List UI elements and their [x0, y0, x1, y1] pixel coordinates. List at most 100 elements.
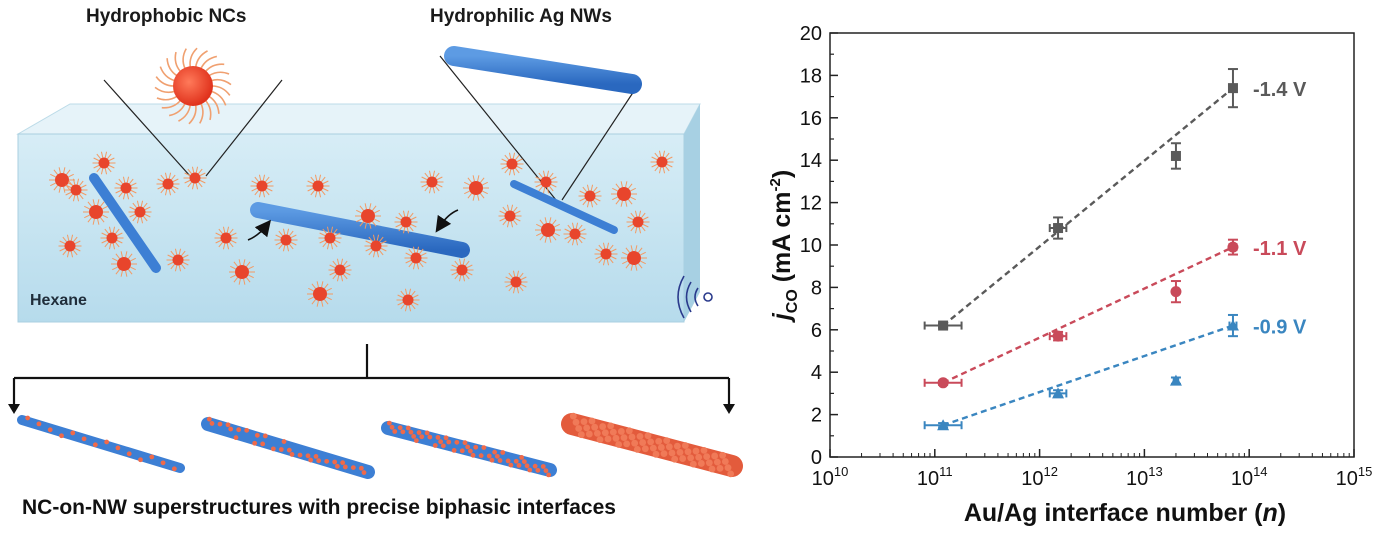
x-tick-label: 1012: [1021, 464, 1058, 490]
schematic-drawing: [8, 46, 743, 479]
nanocrystal: [364, 234, 388, 258]
y-tick-label: 2: [811, 405, 822, 427]
y-tick-label: 12: [800, 193, 822, 215]
nanocrystal: [274, 228, 298, 252]
hexane-label: Hexane: [30, 292, 87, 309]
nanocrystal: [650, 150, 674, 174]
nanocrystal: [578, 184, 602, 208]
data-point: [923, 377, 963, 389]
superstructures-row: [17, 412, 743, 479]
nanocrystal: [250, 174, 274, 198]
y-tick-label: 14: [800, 150, 822, 172]
figure-caption: NC-on-NW superstructures with precise bi…: [22, 496, 616, 519]
nanocrystal: [450, 258, 474, 282]
y-tick-label: 6: [811, 320, 822, 342]
nanocrystal: [306, 174, 330, 198]
series-label: -1.4 V: [1253, 79, 1307, 101]
nanocrystal: [83, 199, 109, 225]
nanocrystals-in-liquid: [49, 150, 674, 312]
marker: [1052, 387, 1065, 399]
nanowire-zoom: [444, 46, 642, 94]
superstructure-3: [381, 420, 557, 478]
nanocrystal: [621, 245, 647, 271]
series-label: -1.1 V: [1253, 238, 1307, 260]
nanocrystal: [396, 288, 420, 312]
data-point: [923, 320, 963, 331]
series-label: -0.9 V: [1253, 317, 1307, 339]
nanocrystal: [463, 175, 489, 201]
nanocrystal: [111, 251, 137, 277]
nanocrystal: [498, 204, 522, 228]
marker: [1052, 330, 1064, 342]
y-tick-label: 4: [811, 362, 822, 384]
nanocrystal: [500, 152, 524, 176]
data-point: [1048, 387, 1068, 399]
nanocrystal: [92, 151, 116, 175]
marker: [937, 377, 949, 389]
y-axis-title: jCO (mA cm-2): [767, 170, 801, 323]
nanocrystal: [328, 258, 352, 282]
nanocrystal: [128, 200, 152, 224]
series-1: -1.4 V: [923, 68, 1307, 331]
marker: [1053, 223, 1064, 234]
series-2: -1.1 V: [923, 238, 1307, 389]
data-point: [1170, 280, 1182, 304]
nanocrystal: [58, 234, 82, 258]
arrow-right-head: [723, 404, 735, 414]
data-point: [1170, 142, 1181, 170]
y-tick-label: 8: [811, 277, 822, 299]
marker: [1226, 319, 1239, 331]
nanocrystal: [534, 170, 558, 194]
nanocrystal: [229, 259, 255, 285]
fit-line: [942, 87, 1234, 327]
superstructure-2: [201, 416, 375, 479]
series-3: -0.9 V: [923, 313, 1307, 431]
data-point: [1169, 374, 1182, 386]
nanocrystal: [183, 166, 207, 190]
branch-arrows: [12, 344, 731, 404]
data-point: [1227, 238, 1239, 256]
marker: [937, 419, 950, 431]
nanocrystal: [563, 222, 587, 246]
marker: [1169, 374, 1182, 386]
x-tick-label: 1010: [812, 464, 849, 490]
data-point: [1227, 68, 1238, 109]
x-tick-label: 1014: [1231, 464, 1268, 490]
nanocrystal: [535, 217, 561, 243]
nanocrystal: [355, 203, 381, 229]
superstructure-4: [561, 412, 743, 478]
nanocrystal: [594, 242, 618, 266]
data-point: [1226, 313, 1239, 338]
marker: [1170, 286, 1182, 298]
rotation-arrow-left: [247, 219, 271, 241]
arrow-left-head: [8, 404, 20, 414]
nanocrystal: [100, 226, 124, 250]
x-tick-label: 1011: [917, 464, 953, 490]
nanocrystal: [214, 226, 238, 250]
y-axis: 0 2 4 6 8 10 12 14 16 18 20: [800, 23, 838, 469]
series-layer: -1.4 V -1.1 V -0.9 V: [923, 68, 1307, 431]
nanocrystal: [166, 248, 190, 272]
nanocrystal: [394, 210, 418, 234]
x-axis-title: Au/Ag interface number (n): [964, 499, 1286, 527]
nanocrystal: [307, 281, 333, 307]
hydrophilic-ag-nws-label: Hydrophilic Ag NWs: [430, 6, 612, 27]
marker: [1227, 83, 1238, 94]
y-tick-label: 0: [811, 447, 822, 469]
y-tick-label: 16: [800, 108, 822, 130]
nanocrystal-zoom: [154, 47, 232, 125]
x-tick-label: 1013: [1126, 464, 1163, 490]
nanocrystal: [504, 270, 528, 294]
y-tick-label: 20: [800, 23, 822, 45]
superstructure-1: [17, 415, 185, 473]
fit-line: [942, 324, 1234, 427]
marker: [938, 320, 949, 331]
nanocrystal: [156, 172, 180, 196]
zoom-lines: [103, 55, 637, 201]
y-tick-label: 10: [800, 235, 822, 257]
nanocrystal: [114, 176, 138, 200]
schematic-panel: Hydrophobic NCs Hydrophilic Ag NWs: [8, 6, 743, 519]
y-tick-label: 18: [800, 65, 822, 87]
